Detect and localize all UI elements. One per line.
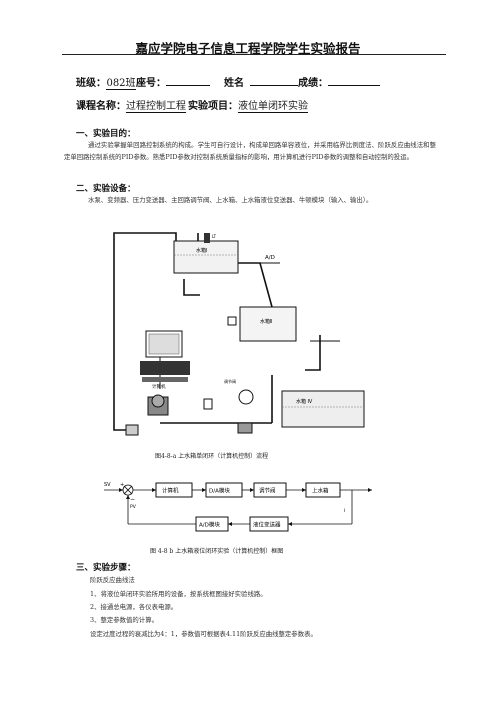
score-field xyxy=(328,85,380,86)
valve-label: 调节阀 xyxy=(224,378,236,384)
project-label: 实验项目： xyxy=(188,101,238,112)
lt-label: LT xyxy=(212,234,217,239)
pressure-meter xyxy=(125,424,139,436)
computer-case xyxy=(140,361,190,375)
plus-sign: + xyxy=(120,482,124,488)
tank-2 xyxy=(239,306,297,342)
da-block xyxy=(205,482,243,498)
course-label: 课程名称： xyxy=(76,101,126,112)
computer-label: 计算机 xyxy=(152,383,166,390)
seat-label: 座号： xyxy=(136,78,166,89)
purpose-text: 通过实验掌握单回路控制系统的构成。学生可自行设计，构成单回路单容液位，并采用临界… xyxy=(64,141,436,161)
section-heading-steps: 三、实验步骤： xyxy=(76,563,136,573)
valve-block-label: 调节阀 xyxy=(259,487,276,495)
ad-block-label: A/D模块 xyxy=(199,521,220,529)
block-diagram: SV + − PV I 计算机 D/A模块 调节阀 上水箱 A/D模块 液位变送… xyxy=(104,482,372,532)
tank-1 xyxy=(173,240,239,274)
computer-block xyxy=(155,482,193,498)
report-title: 嘉应学院电子信息工程学院学生实验报告 xyxy=(135,41,361,56)
transmitter-block xyxy=(249,516,289,532)
name-label: 姓名 xyxy=(224,78,244,89)
course-value: 过程控制工程 xyxy=(126,101,186,113)
figure-b-caption: 图 4-8 b 上水箱液位闭环实验（计算机控制）框图 xyxy=(150,548,284,555)
tank-2-label: 水箱Ⅱ xyxy=(260,318,272,325)
pv-label: PV xyxy=(130,504,137,510)
equipment-text: 水泵、变频器、压力变送器、主回路调节阀、上水箱、上水箱液位变送器、牛顿模块（输入… xyxy=(88,196,373,204)
class-value: 082班 xyxy=(106,74,136,90)
course-line: 课程名称：过程控制工程实验项目：液位单闭环实验 xyxy=(76,97,308,113)
tank-block-label: 上水箱 xyxy=(312,487,329,495)
info-line: 班级：082班座号： 姓名 成绩： xyxy=(76,74,380,90)
minus-sign: − xyxy=(130,496,135,503)
da-block-label: D/A模块 xyxy=(209,487,230,495)
sv-label: SV xyxy=(104,482,111,488)
figure-a-caption: 图4-8-a 上水箱单闭环（计算机控制）流程 xyxy=(155,453,269,460)
tank-4 xyxy=(281,390,365,428)
step-item: 3、整定参数值的计算。 xyxy=(90,616,158,624)
score-label: 成绩： xyxy=(298,78,328,89)
ad-label: A/D xyxy=(265,255,275,261)
transmitter-block-label: 液位变送器 xyxy=(253,521,281,529)
project-value: 液位单闭环实验 xyxy=(238,101,308,113)
i-label: I xyxy=(344,508,345,514)
seat-field xyxy=(166,85,210,86)
class-label: 班级： xyxy=(76,78,106,89)
process-flow-diagram: 水箱Ⅰ LT A/D 水箱Ⅱ 水箱 Ⅳ 计算机 调节阀 xyxy=(113,232,365,436)
title-rule xyxy=(62,54,446,55)
tank-1-label: 水箱Ⅰ xyxy=(196,247,207,254)
tank-block xyxy=(305,482,341,498)
method-title: 阶跃反应曲线法 xyxy=(90,576,135,584)
section-heading-equipment: 二、实验设备： xyxy=(76,184,136,194)
tank-4-label: 水箱 Ⅳ xyxy=(296,398,313,405)
computer-block-label: 计算机 xyxy=(162,487,179,495)
name-field xyxy=(250,85,298,86)
control-valve xyxy=(237,422,253,434)
valve-block xyxy=(253,482,287,498)
section-heading-purpose: 一、实验目的： xyxy=(76,129,136,139)
step-item: 2、接通总电源，各仪表电源。 xyxy=(90,603,178,611)
step-item: 1、将液位单闭环实验所用的设备，按系统框图接好实验线路。 xyxy=(90,590,267,598)
ad-block xyxy=(195,516,229,532)
step-item: 设定过度过程的衰减比为4：1，参数值可根据表4.11阶跃反应曲线整定参数表。 xyxy=(90,630,317,638)
